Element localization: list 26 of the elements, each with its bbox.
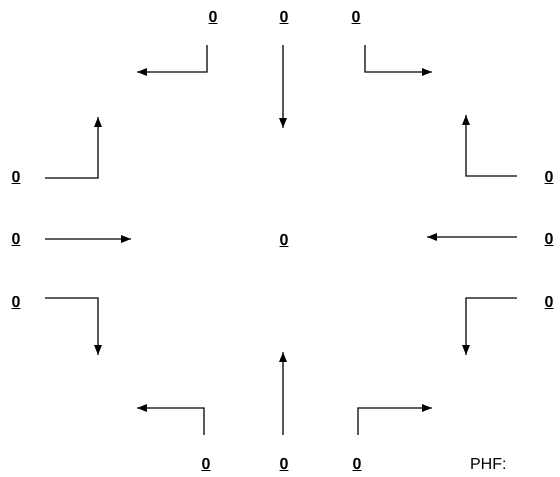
node-label: 0 xyxy=(208,9,218,27)
node-label: 0 xyxy=(12,231,20,249)
arrow xyxy=(357,404,432,435)
arrow xyxy=(137,404,205,435)
arrow xyxy=(45,117,102,179)
node-label: 0 xyxy=(280,232,288,250)
arrow xyxy=(279,45,287,128)
node-label: 0 xyxy=(12,294,20,312)
note-text: PHF: xyxy=(470,456,506,474)
node-label: 0 xyxy=(202,456,210,474)
node-label: 0 xyxy=(544,169,554,187)
node-label: 0 xyxy=(280,9,288,27)
arrow xyxy=(462,115,517,177)
node-label: 0 xyxy=(544,231,554,249)
node-label: 0 xyxy=(280,456,288,474)
arrow xyxy=(45,297,102,355)
node-label: 0 xyxy=(352,456,362,474)
arrow xyxy=(462,297,517,355)
arrow xyxy=(137,45,208,76)
arrow xyxy=(364,45,432,76)
node-label: 0 xyxy=(12,169,20,187)
arrow xyxy=(427,233,517,241)
node-label: 0 xyxy=(352,9,360,27)
node-label: 0 xyxy=(544,294,554,312)
arrow xyxy=(279,352,287,435)
arrow xyxy=(45,235,131,243)
